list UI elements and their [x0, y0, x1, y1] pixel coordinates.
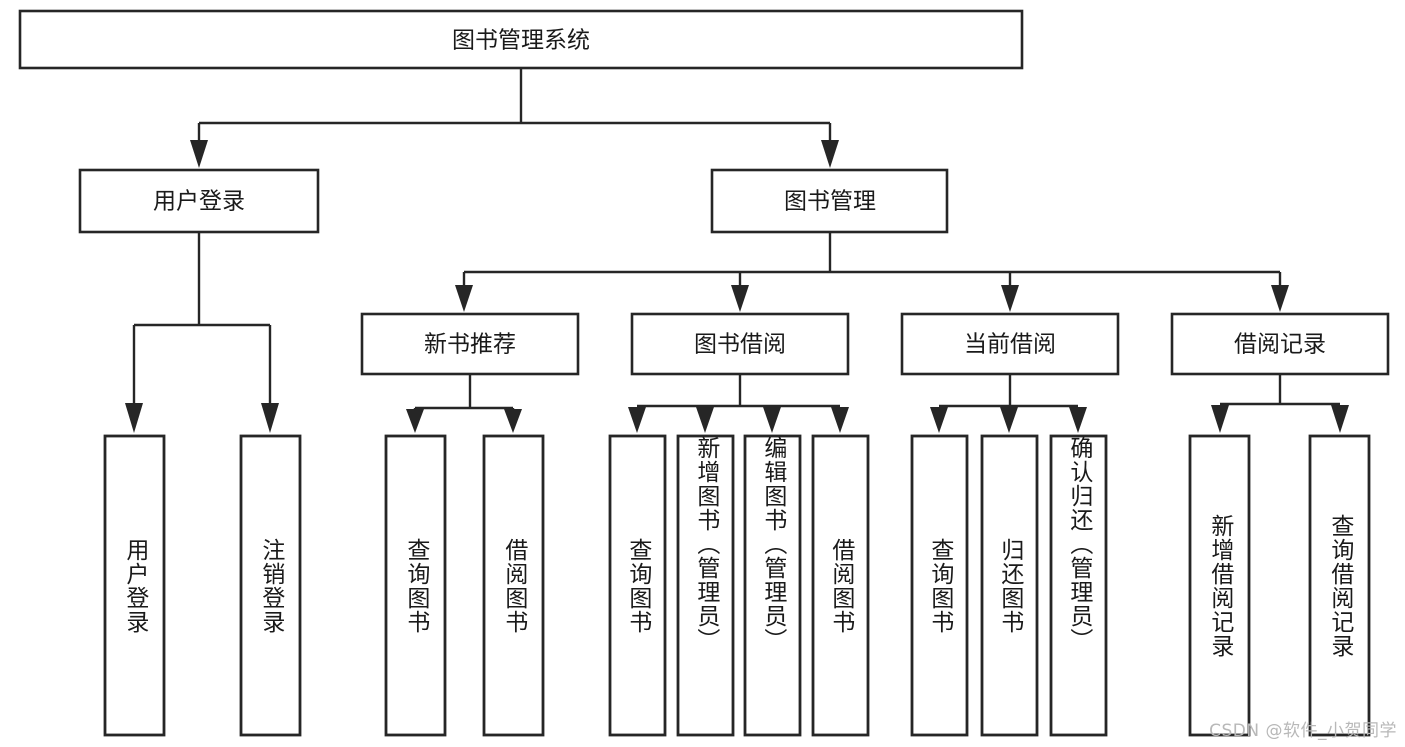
node-new-book-recommend-rect	[360, 312, 580, 376]
arrowhead-leaf-borrow-book-1	[504, 409, 522, 433]
arrowhead-to-book-borrow	[731, 285, 749, 312]
arrowhead-to-user-login	[190, 140, 208, 168]
leaf-rect-query-book-2[interactable]	[608, 434, 667, 737]
leaf-rect-add-record[interactable]	[1188, 434, 1251, 737]
arrowhead-leaf-query-book-2	[628, 407, 646, 433]
arrowhead-to-new-book-rec	[455, 285, 473, 312]
leaf-rect-borrow-book-2[interactable]	[811, 434, 870, 737]
arrowhead-leaf-logout	[261, 403, 279, 433]
leaf-rect-return-book[interactable]	[980, 434, 1039, 737]
node-current-borrow-label: 当前借阅	[964, 332, 1056, 358]
leaf-rect-query-book-1[interactable]	[384, 434, 447, 737]
node-borrow-record-rect	[1170, 312, 1390, 376]
node-user-login-rect	[78, 168, 320, 234]
node-root-system[interactable]: 图书管理系统	[18, 9, 1024, 70]
connector-book-manage-branch	[455, 232, 1289, 312]
node-book-borrow-label: 图书借阅	[694, 332, 786, 358]
arrowhead-to-book-manage	[821, 140, 839, 168]
arrowhead-leaf-edit-book	[763, 407, 781, 433]
connector-user-login-branch	[125, 232, 279, 433]
connector-borrow-record-branch	[1211, 374, 1349, 433]
leaf-rect-add-book[interactable]	[676, 434, 735, 737]
arrowhead-leaf-borrow-book-2	[831, 407, 849, 433]
arrowhead-leaf-confirm-return	[1069, 407, 1087, 433]
leaf-rect-query-book-3[interactable]	[910, 434, 969, 737]
node-root-label: 图书管理系统	[452, 28, 590, 54]
arrowhead-to-current-borrow	[1001, 285, 1019, 312]
arrowhead-leaf-query-record	[1331, 405, 1349, 433]
connector-new-book-rec-branch	[406, 374, 522, 433]
node-new-book-recommend-label: 新书推荐	[424, 332, 516, 358]
node-user-login[interactable]: 用户登录	[78, 168, 320, 234]
node-root-rect	[18, 9, 1024, 70]
csdn-watermark: CSDN @软件_小贺同学	[1209, 721, 1397, 741]
node-book-management[interactable]: 图书管理	[710, 168, 949, 234]
node-book-management-label: 图书管理	[784, 189, 876, 215]
leaf-rect-edit-book[interactable]	[743, 434, 802, 737]
arrowhead-leaf-add-record	[1211, 405, 1229, 433]
node-user-login-label: 用户登录	[153, 189, 245, 215]
node-borrow-record[interactable]: 借阅记录	[1170, 312, 1390, 376]
leaf-rect-confirm-return[interactable]	[1049, 434, 1108, 737]
node-book-borrow-rect	[630, 312, 850, 376]
arrowhead-leaf-query-book-3	[930, 407, 948, 433]
connector-book-borrow-branch	[628, 374, 849, 433]
arrowhead-leaf-add-book	[696, 407, 714, 433]
node-book-management-rect	[710, 168, 949, 234]
arrowhead-leaf-user-login	[125, 403, 143, 433]
leaf-rect-query-record[interactable]	[1308, 434, 1371, 737]
arrowhead-to-borrow-record	[1271, 285, 1289, 312]
leaf-rect-logout[interactable]	[239, 434, 302, 737]
node-current-borrow[interactable]: 当前借阅	[900, 312, 1120, 376]
node-new-book-recommend[interactable]: 新书推荐	[360, 312, 580, 376]
arrowhead-leaf-query-book-1	[406, 409, 424, 433]
connector-current-borrow-branch	[930, 374, 1087, 433]
node-borrow-record-label: 借阅记录	[1234, 332, 1326, 358]
node-book-borrow[interactable]: 图书借阅	[630, 312, 850, 376]
leaf-rect-user-login[interactable]	[103, 434, 166, 737]
node-current-borrow-rect	[900, 312, 1120, 376]
connector-root-to-level2	[190, 68, 839, 168]
arrowhead-leaf-return-book	[1000, 407, 1018, 433]
leaf-rect-borrow-book-1[interactable]	[482, 434, 545, 737]
